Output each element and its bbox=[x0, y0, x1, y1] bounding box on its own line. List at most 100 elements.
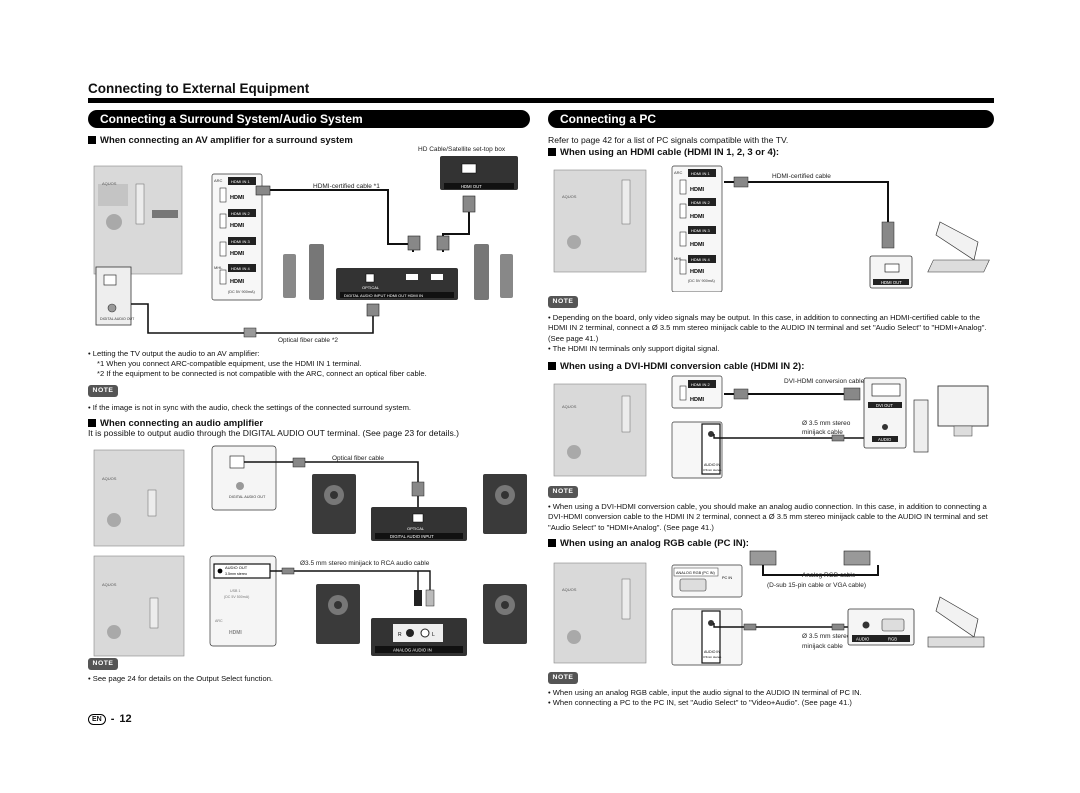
tv-brand-label: AQUOS bbox=[102, 476, 117, 481]
tv-label-plate bbox=[152, 210, 178, 218]
arc-label: ARC bbox=[215, 619, 223, 623]
digital-audio-out-label: DIGITAL AUDIO OUT bbox=[100, 317, 135, 321]
mhl-label: MHL bbox=[674, 256, 683, 261]
av-amplifier-heading-text: When connecting an AV amplifier for a su… bbox=[100, 135, 353, 146]
note-badge-4: NOTE bbox=[548, 486, 578, 498]
rca-cable-label: Ø3.5 mm stereo minijack to RCA audio cab… bbox=[300, 560, 430, 567]
optical-audio-diagram: AQUOS DIGITAL AUDIO OUT Optical fiber ca… bbox=[93, 445, 527, 547]
settop-box-label: HD Cable/Satellite set-top box bbox=[418, 146, 506, 153]
optical-plug bbox=[366, 303, 380, 317]
hdmi-logo-2: HDMI bbox=[690, 214, 705, 220]
hdmi-logo-4: HDMI bbox=[230, 279, 245, 285]
hdmi-logo: HDMI bbox=[229, 630, 242, 636]
dvi-out-strip bbox=[868, 402, 902, 408]
square-bullet-icon bbox=[548, 361, 556, 370]
hdmi-in-3-label: HDMI IN 3 bbox=[691, 228, 710, 233]
audio-in-highlight bbox=[701, 610, 721, 664]
hdmi-logo: HDMI bbox=[690, 397, 705, 403]
note-1-text: • If the image is not in sync with the a… bbox=[88, 403, 412, 412]
usb-label: USB 1 bbox=[230, 589, 240, 593]
laptop-screen bbox=[935, 596, 979, 638]
minijack-plug-pc bbox=[831, 623, 845, 631]
hdmi-cable-label: HDMI-certified cable *1 bbox=[313, 183, 380, 190]
pc-in-label: PC IN bbox=[722, 576, 732, 580]
hdmi-plug-amp-out bbox=[407, 235, 421, 251]
optical-port-callout bbox=[211, 445, 277, 511]
speaker-center-left bbox=[309, 244, 324, 300]
amp-optical-label: OPTICAL bbox=[362, 285, 380, 290]
optical-plug-tv bbox=[292, 457, 306, 468]
hdmi-in-3-tag bbox=[688, 226, 716, 234]
hdmi-in-3-label: HDMI IN 3 bbox=[231, 239, 250, 244]
footnote-2: *2 If the equipment to be connected is n… bbox=[97, 369, 427, 378]
minijack-plug-tv bbox=[743, 623, 757, 631]
hdmi-4-port-icon bbox=[219, 269, 227, 285]
hdmi-plug-settop bbox=[462, 195, 476, 213]
audio-amplifier-heading: When connecting an audio amplifier bbox=[88, 418, 263, 429]
settop-box bbox=[440, 156, 518, 190]
pc-audio-label: AUDIO bbox=[878, 437, 892, 442]
hdmi-in-2-tag bbox=[688, 380, 716, 388]
note-4-text: • When using a DVI-HDMI conversion cable… bbox=[548, 502, 988, 532]
hdmi-logo-4: HDMI bbox=[690, 269, 705, 275]
tv-back-panel bbox=[553, 169, 647, 273]
rgb-cable-label-1: Analog RGB cable bbox=[802, 572, 856, 579]
pc-rgb-label: RGB bbox=[888, 637, 897, 642]
optical-port-icon bbox=[229, 455, 245, 469]
rca-l-jack bbox=[420, 628, 430, 638]
amp-label-strip bbox=[375, 533, 463, 539]
rca-input-panel bbox=[393, 624, 443, 642]
audio-in-label: AUDIO IN bbox=[704, 650, 720, 654]
hdmi-in-1-label: HDMI IN 1 bbox=[691, 171, 710, 176]
hdmi-in-3-tag bbox=[228, 237, 256, 245]
audio-in-highlight bbox=[701, 423, 721, 475]
pc-port-strip bbox=[852, 635, 910, 642]
rgb-cable-heading: When using an analog RGB cable (PC IN): bbox=[548, 538, 749, 549]
note-5-bullet-2: • When connecting a PC to the PC IN, set… bbox=[548, 698, 852, 707]
tv-back-panel bbox=[553, 562, 647, 664]
tv-port-strip bbox=[621, 578, 631, 620]
optical-port-icon bbox=[103, 274, 117, 286]
analog-rgb-label: ANALOG RGB (PC IN) bbox=[676, 571, 716, 575]
tv-brand-label: AQUOS bbox=[102, 582, 117, 587]
rca-l-label: L bbox=[432, 632, 435, 638]
rgb-cable-heading-text: When using an analog RGB cable (PC IN): bbox=[560, 538, 749, 549]
speaker-center-right bbox=[474, 244, 489, 300]
amp-hdmi-in-port bbox=[431, 274, 443, 280]
speaker-front-left bbox=[283, 254, 296, 298]
note-3-bullet-1: • Depending on the board, only video sig… bbox=[548, 313, 987, 343]
settop-hdmi-out-label: HDMI OUT bbox=[461, 184, 482, 189]
tv-brand-label: AQUOS bbox=[562, 587, 577, 592]
hdmi-1-port-icon bbox=[219, 187, 227, 203]
pc-audio-strip bbox=[872, 436, 898, 442]
pc-audio-jack-icon bbox=[862, 621, 870, 629]
hdmi-plug-tv bbox=[255, 185, 271, 196]
hdmi-plug-amp-in bbox=[436, 235, 450, 251]
analog-rgb-tag bbox=[673, 567, 719, 577]
amp-optical-port bbox=[365, 273, 375, 283]
settop-label-strip bbox=[444, 183, 514, 189]
dvi-cable-label: DVI-HDMI conversion cable bbox=[784, 378, 865, 385]
tv-back-panel bbox=[93, 449, 185, 547]
rca-plug-left bbox=[425, 589, 435, 607]
hdmi-in-1-tag bbox=[228, 177, 256, 185]
hdmi-plug-tv bbox=[733, 388, 749, 400]
usb-dc-label: (DC 5V 500mA) bbox=[224, 595, 249, 599]
square-bullet-icon bbox=[548, 147, 556, 156]
pc-hdmi-port bbox=[884, 263, 900, 273]
minijack-plug bbox=[831, 434, 845, 442]
dvi-out-label: DVI OUT bbox=[876, 403, 893, 408]
tv-port-strip bbox=[621, 395, 631, 433]
minijack-label-2: minijack cable bbox=[802, 429, 843, 436]
note-badge-1: NOTE bbox=[88, 385, 118, 397]
optical-cable-line bbox=[131, 303, 374, 334]
av-amplifier-diagram: AQUOS DIGITAL AUDIO OUT ARC HDMI IN 1 HD… bbox=[93, 146, 518, 344]
pc-monitor-stand bbox=[953, 425, 973, 437]
audio-out-stereo-label: 3.5mm stereo bbox=[225, 572, 247, 576]
hdmi-2-port-icon bbox=[679, 385, 687, 401]
minijack-label-2: minijack cable bbox=[802, 643, 843, 650]
hdmi-logo-1: HDMI bbox=[690, 187, 705, 193]
audio-amplifier-heading-text: When connecting an audio amplifier bbox=[100, 418, 264, 429]
hdmi-logo-3: HDMI bbox=[690, 242, 705, 248]
hdmi-logo-3: HDMI bbox=[230, 251, 245, 257]
